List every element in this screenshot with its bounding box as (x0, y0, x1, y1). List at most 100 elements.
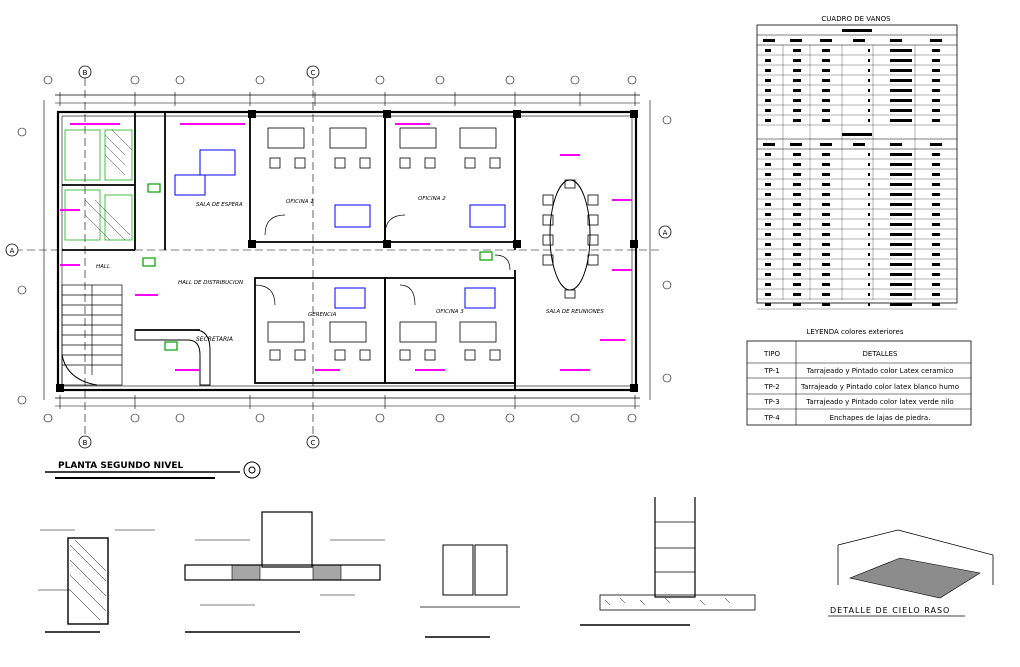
vanos-cell (932, 203, 940, 206)
floor-plan (5, 65, 672, 449)
vanos-cell (890, 203, 912, 206)
vanos-cell (765, 153, 771, 156)
vanos-cell (890, 109, 912, 112)
vanos-cell (793, 119, 801, 122)
vanos-cell (822, 203, 830, 206)
vanos-cell (820, 39, 832, 42)
vanos-cell (868, 99, 870, 102)
vanos-cell (890, 243, 912, 246)
vanos-cell (932, 109, 940, 112)
vanos-cell (822, 49, 830, 52)
vanos-cell (930, 143, 942, 146)
grid-label-top-mid: C (311, 69, 316, 77)
vanos-cell (932, 233, 940, 236)
vanos-cell (890, 69, 912, 72)
vanos-cell (765, 109, 771, 112)
grid-label-left: A (10, 247, 15, 255)
vanos-cell (765, 79, 771, 82)
vanos-cell (793, 109, 801, 112)
vanos-cell (822, 183, 830, 186)
vanos-cell (868, 213, 870, 216)
vanos-cell (868, 263, 870, 266)
vanos-cell (890, 213, 912, 216)
vanos-cell (890, 233, 912, 236)
vanos-cell (765, 203, 771, 206)
vanos-cell (765, 119, 771, 122)
vanos-cell (890, 183, 912, 186)
room-label-sala-reuniones: SALA DE REUNIONES (546, 309, 604, 315)
leyenda-row-tipo: TP-4 (763, 414, 780, 422)
vanos-cell (822, 213, 830, 216)
door-elevation-detail (420, 544, 520, 638)
vanos-cell (763, 39, 775, 42)
vanos-cell (868, 283, 870, 286)
vanos-cell (932, 263, 940, 266)
room-label-hall: HALL (96, 264, 110, 270)
vanos-cell (932, 303, 940, 306)
vanos-cell (765, 163, 771, 166)
vanos-cell (890, 163, 912, 166)
vanos-cell (822, 223, 830, 226)
vanos-cell (890, 193, 912, 196)
vanos-cell (868, 163, 870, 166)
vanos-cell (822, 89, 830, 92)
vanos-cell (822, 263, 830, 266)
vanos-cell (822, 233, 830, 236)
vanos-cell (868, 49, 870, 52)
vanos-cell (822, 153, 830, 156)
vanos-cell (765, 183, 771, 186)
vanos-cell (793, 283, 801, 286)
vanos-cell (868, 69, 870, 72)
grid-label-bottom-mid: C (311, 439, 316, 447)
vanos-title: CUADRO DE VANOS (821, 15, 891, 23)
vanos-cell (890, 39, 902, 42)
vanos-cell (790, 143, 802, 146)
vanos-cell (932, 283, 940, 286)
ceiling-detail (828, 529, 994, 617)
vanos-cell (765, 89, 771, 92)
vanos-cell (932, 49, 940, 52)
vanos-cell (868, 233, 870, 236)
vanos-cell (793, 153, 801, 156)
vanos-cell (868, 243, 870, 246)
leyenda-row-detalle: Tarrajeado y Pintado color latex blanco … (800, 383, 959, 391)
vanos-cell (868, 193, 870, 196)
vanos-cell (765, 173, 771, 176)
vanos-cell (932, 253, 940, 256)
vanos-cell (890, 293, 912, 296)
vanos-cell (890, 273, 912, 276)
vanos-cell (890, 283, 912, 286)
vanos-cell (890, 49, 912, 52)
vanos-cell (890, 119, 912, 122)
vanos-cell (765, 303, 771, 306)
vanos-cell (793, 223, 801, 226)
vanos-cell (842, 133, 872, 136)
vanos-cell (793, 163, 801, 166)
room-label-oficina-3: OFICINA 3 (436, 309, 464, 315)
vanos-cell (822, 193, 830, 196)
vanos-cell (868, 253, 870, 256)
vanos-cell (930, 39, 942, 42)
vanos-cell (822, 243, 830, 246)
foundation-section-detail (580, 497, 756, 626)
vanos-cell (765, 99, 771, 102)
room-label-sala-espera: SALA DE ESPERA (196, 202, 243, 208)
vanos-cell (932, 119, 940, 122)
vanos-cell (822, 253, 830, 256)
vanos-cell (822, 273, 830, 276)
detail-drawings (38, 497, 994, 638)
leyenda-table: LEYENDA colores exteriores TIPO DETALLES… (746, 328, 972, 426)
room-label-oficina-1: OFICINA 1 (286, 199, 314, 205)
room-label-hall-distribucion: HALL DE DISTRIBUCION (178, 280, 243, 286)
vanos-cell (765, 69, 771, 72)
room-label-oficina-2: OFICINA 2 (418, 196, 446, 202)
vanos-cell (765, 223, 771, 226)
vanos-cell (765, 49, 771, 52)
vanos-cell (868, 203, 870, 206)
vanos-cell (868, 223, 870, 226)
vanos-cell (822, 119, 830, 122)
vanos-cell (932, 99, 940, 102)
vanos-cell (765, 193, 771, 196)
vanos-cell (890, 223, 912, 226)
